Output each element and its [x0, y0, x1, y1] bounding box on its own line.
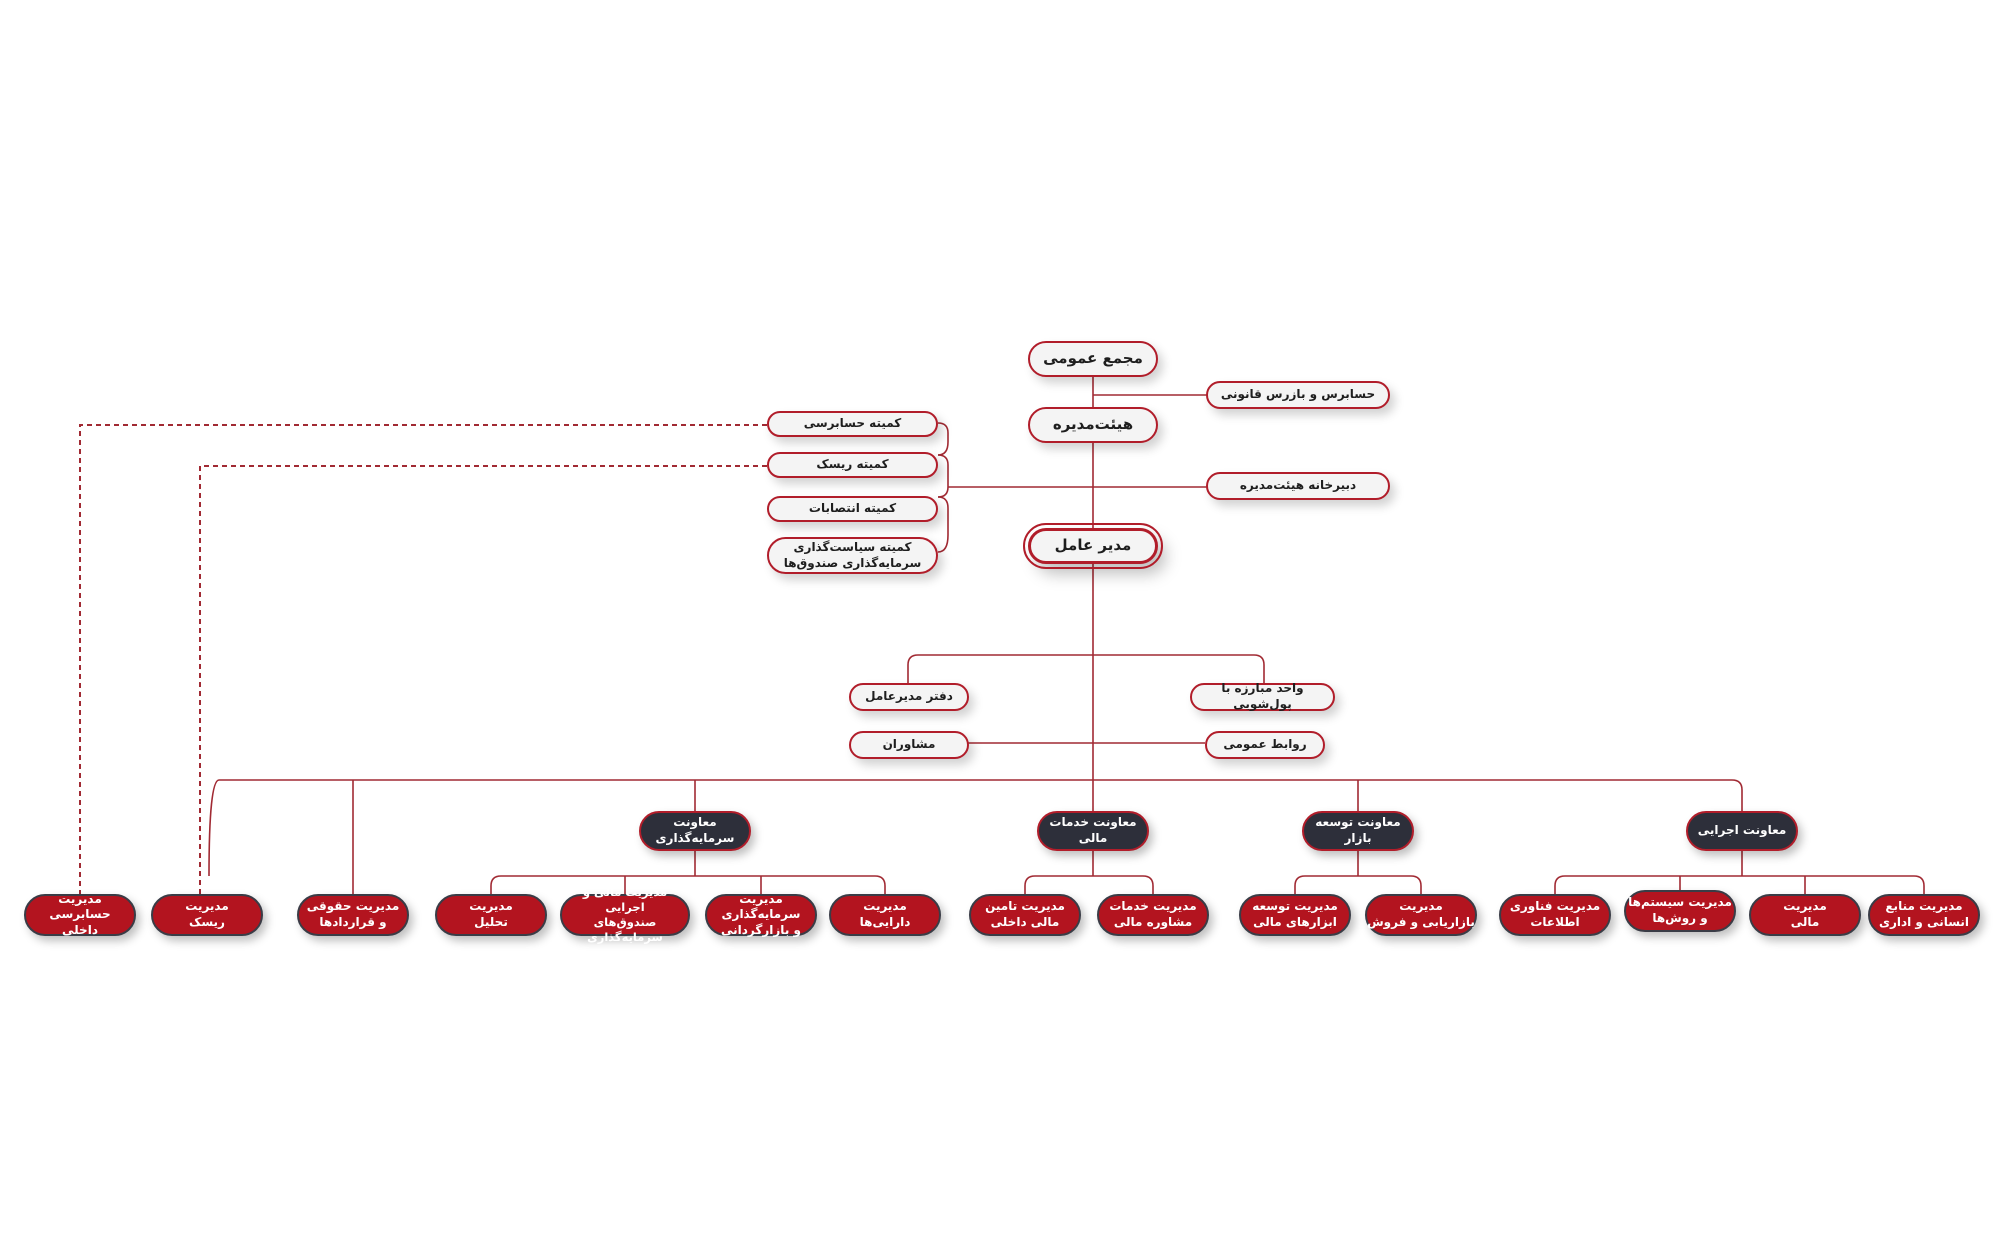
legal-department-box[interactable]: مدیریت حقوقی و قراردادها: [297, 894, 409, 936]
risk-department-box[interactable]: مدیریت ریسک: [151, 894, 263, 936]
audit-committee-box[interactable]: کمیته حسابرسی: [767, 411, 938, 437]
investment-deputy-box[interactable]: معاونت سرمایه‌گذاری: [639, 811, 751, 851]
advisors-box[interactable]: مشاوران: [849, 731, 969, 759]
investment-policy-committee-box[interactable]: کمیته سیاست‌گذاری سرمایه‌گذاری صندوق‌ها: [767, 537, 938, 574]
hr-admin-department-box[interactable]: مدیریت منابع انسانی و اداری: [1868, 894, 1980, 936]
advisory-department-box[interactable]: مدیریت خدمات مشاوره مالی: [1097, 894, 1209, 936]
analysis-department-box[interactable]: مدیریت تحلیل: [435, 894, 547, 936]
risk-committee-box[interactable]: کمیته ریسک: [767, 452, 938, 478]
internal-audit-department-box[interactable]: مدیریت حسابرسی داخلی: [24, 892, 136, 937]
investment-marketing-department-box[interactable]: مدیریت سرمایه‌گذاری و بازارگردانی: [705, 892, 817, 937]
marketing-sales-department-box[interactable]: مدیریت بازاریابی و فروش: [1365, 894, 1477, 936]
it-department-box[interactable]: مدیریت فناوری اطلاعات: [1499, 894, 1611, 936]
internal-financing-department-box[interactable]: مدیریت تامین مالی داخلی: [969, 894, 1081, 936]
auditor-box[interactable]: حسابرس و بازرس قانونی: [1206, 381, 1390, 409]
market-development-deputy-box[interactable]: معاونت توسعه بازار: [1302, 811, 1414, 851]
assets-department-box[interactable]: مدیریت دارایی‌ها: [829, 894, 941, 936]
financial-services-deputy-box[interactable]: معاونت خدمات مالی: [1037, 811, 1149, 851]
board-secretariat-box[interactable]: دبیرخانه هیئت‌مدیره: [1206, 472, 1390, 500]
public-relations-box[interactable]: روابط عمومی: [1205, 731, 1325, 759]
appointments-committee-box[interactable]: کمیته انتصابات: [767, 496, 938, 522]
executive-deputy-box[interactable]: معاونت اجرایی: [1686, 811, 1798, 851]
general-assembly-box[interactable]: مجمع عمومی: [1028, 341, 1158, 377]
financial-tools-department-box[interactable]: مدیریت توسعه ابزارهای مالی: [1239, 894, 1351, 936]
aml-unit-box[interactable]: واحد مبارزه با پول‌شویی: [1190, 681, 1335, 711]
ceo-office-box[interactable]: دفتر مدیرعامل: [849, 683, 969, 711]
board-box[interactable]: هیئت‌مدیره: [1028, 407, 1158, 443]
finance-department-box[interactable]: مدیریت مالی: [1749, 894, 1861, 936]
fund-finance-department-box[interactable]: مدیریت مالی و اجرایی صندوق‌های سرمایه‌گذ…: [560, 885, 690, 944]
systems-department-box[interactable]: مدیریت سیستم‌ها و روش‌ها: [1624, 890, 1736, 932]
ceo-box[interactable]: مدیر عامل: [1023, 523, 1163, 569]
